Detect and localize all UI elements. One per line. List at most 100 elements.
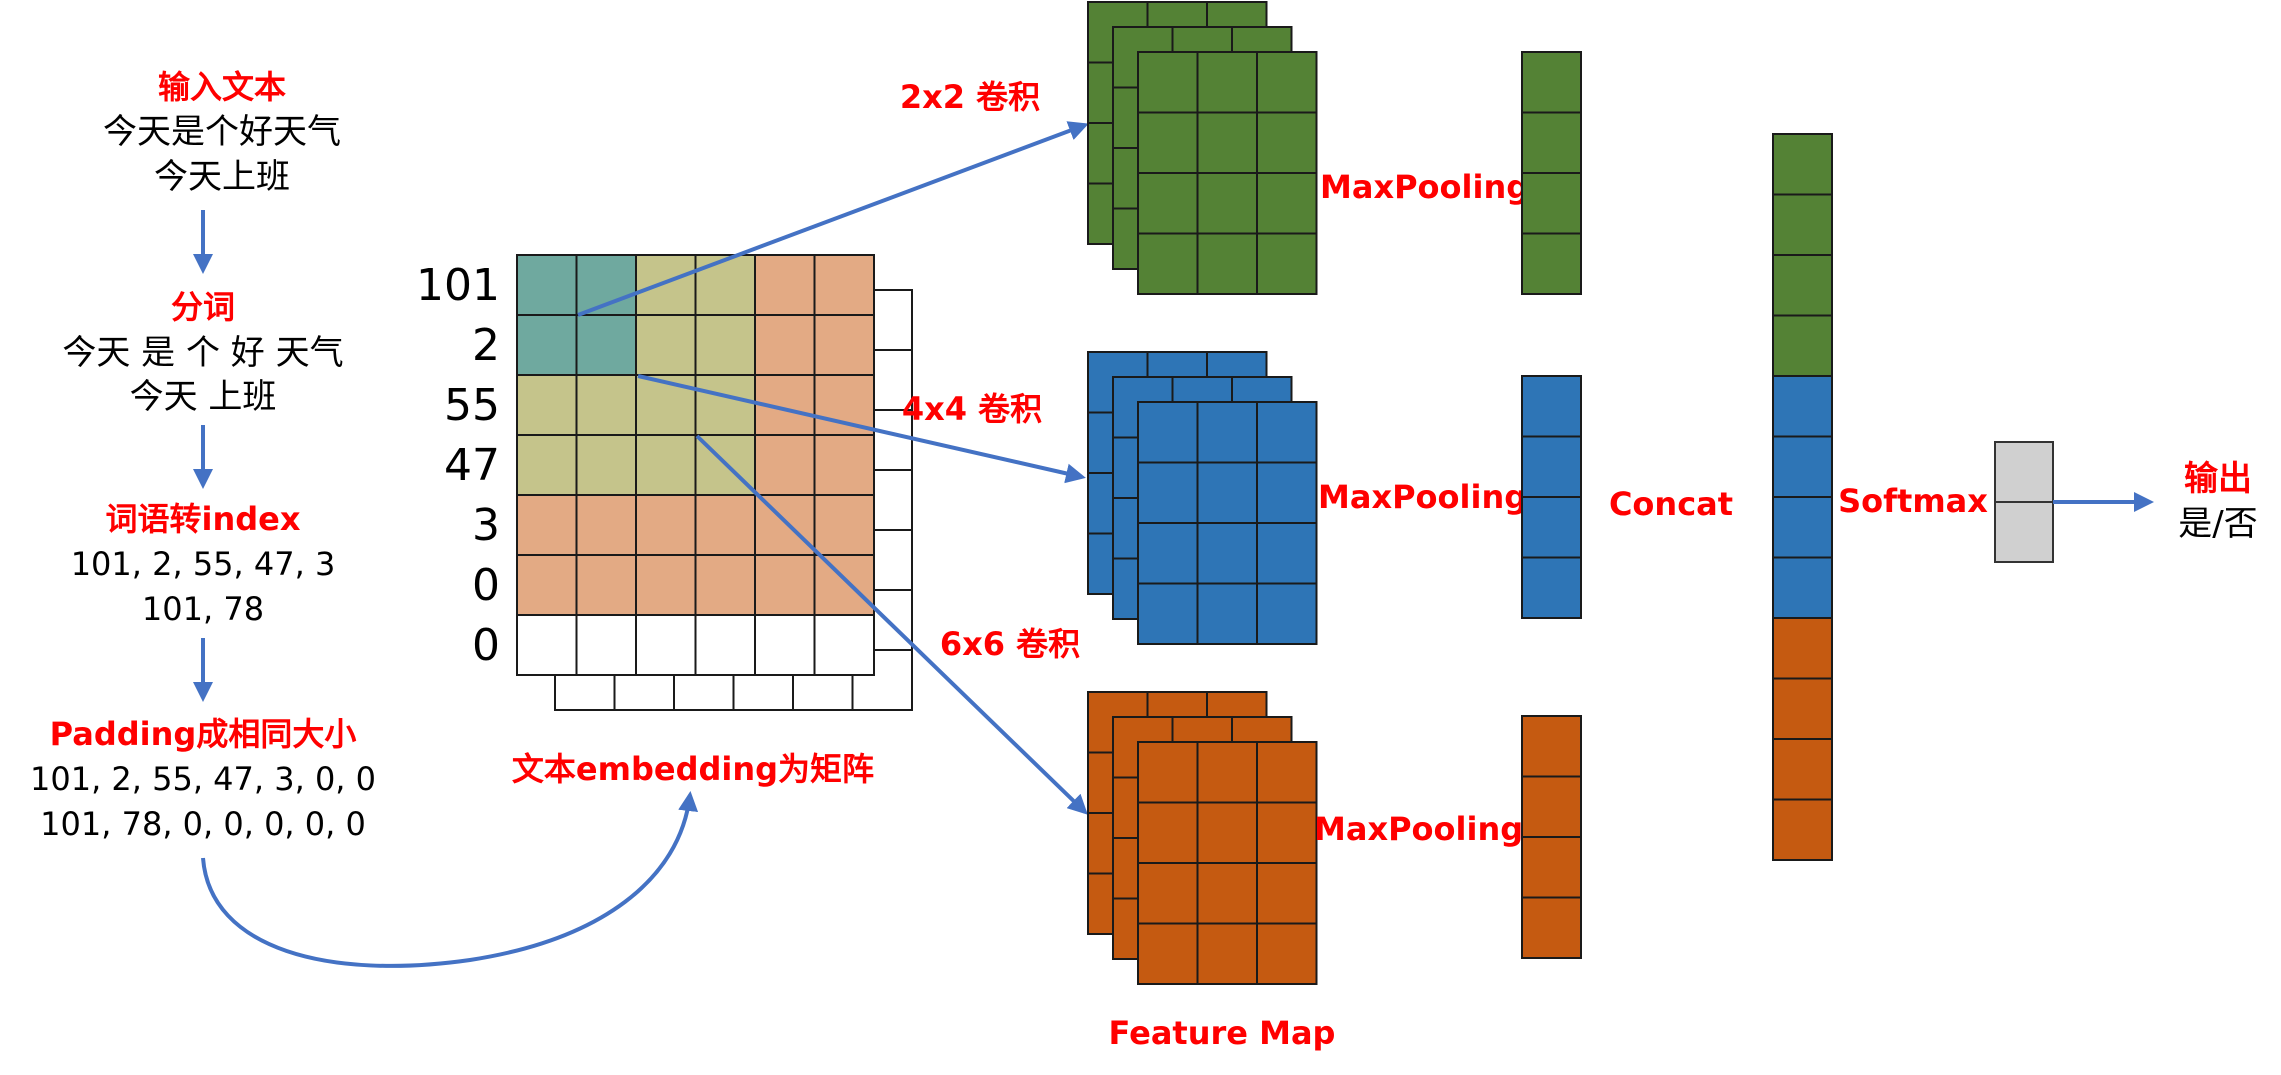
matrix-row-label: 3 xyxy=(472,500,500,551)
matrix-cell xyxy=(813,494,875,556)
index-line-2: 101, 78 xyxy=(142,590,264,628)
feature-map-cell xyxy=(1256,922,1318,985)
matrix-cell xyxy=(516,314,578,376)
matrix-cell xyxy=(813,434,875,496)
feature-maps xyxy=(1087,1,1318,985)
feature-map-cell xyxy=(1137,111,1199,174)
index-line-1: 101, 2, 55, 47, 3 xyxy=(71,545,336,583)
pipeline-input: 输入文本 今天是个好天气 今天上班 xyxy=(103,68,341,197)
conv-label-2x2: 2x2 卷积 xyxy=(900,78,1040,116)
pooled-cell xyxy=(1521,775,1582,838)
concat-cell xyxy=(1772,798,1833,861)
feature-map-cell xyxy=(1196,51,1258,114)
arrow-padding-to-matrix xyxy=(201,791,699,968)
feature-map-cell xyxy=(1137,51,1199,114)
matrix-cell xyxy=(754,434,816,496)
matrix-cell xyxy=(516,254,578,316)
matrix-cell xyxy=(635,554,697,616)
feature-map-cell xyxy=(1137,232,1199,295)
pooled-vectors xyxy=(1521,51,1582,959)
matrix-cell xyxy=(635,494,697,556)
matrix-cell xyxy=(813,374,875,436)
pooled-cell xyxy=(1521,435,1582,498)
pooled-cell xyxy=(1521,836,1582,899)
softmax-label: Softmax xyxy=(1838,482,1988,520)
matrix-row-label: 55 xyxy=(444,380,500,431)
padding-title: Padding成相同大小 xyxy=(50,715,357,753)
segment-title: 分词 xyxy=(171,288,235,326)
input-line-1: 今天是个好天气 xyxy=(103,112,341,152)
matrix-cell xyxy=(575,314,637,376)
feature-map-cell xyxy=(1137,862,1199,925)
matrix-cell xyxy=(516,494,578,556)
softmax-output-box xyxy=(1994,441,2054,563)
feature-map-cell xyxy=(1256,51,1318,114)
matrix-cell xyxy=(694,254,756,316)
conv-label-4x4: 4x4 卷积 xyxy=(902,390,1042,428)
input-line-2: 今天上班 xyxy=(154,157,290,197)
feature-map-cell xyxy=(1137,172,1199,235)
matrix-row-label: 0 xyxy=(472,560,500,611)
feature-map-stack xyxy=(1087,351,1318,645)
matrix-cell xyxy=(635,254,697,316)
pooled-cell xyxy=(1521,715,1582,778)
feature-map-cell xyxy=(1256,172,1318,235)
pooled-cell xyxy=(1521,232,1582,295)
matrix-cell xyxy=(754,554,816,616)
feature-map-cell xyxy=(1137,461,1199,524)
feature-map-cell xyxy=(1256,461,1318,524)
feature-map-stack xyxy=(1087,1,1318,295)
concat-cell xyxy=(1772,496,1833,559)
matrix-cell xyxy=(694,494,756,556)
feature-map-cell xyxy=(1196,801,1258,864)
pooled-cell xyxy=(1521,375,1582,438)
matrix-cell xyxy=(516,374,578,436)
feature-map-cell xyxy=(1196,522,1258,585)
matrix-caption: 文本embedding为矩阵 xyxy=(512,750,874,788)
concat-cell xyxy=(1772,677,1833,740)
arrow-conv-2x2 xyxy=(577,121,1089,317)
concat-cell xyxy=(1772,375,1833,438)
matrix-cell xyxy=(813,314,875,376)
concat-cell xyxy=(1772,617,1833,680)
matrix-cell xyxy=(635,614,697,676)
arrow-conv-6x6 xyxy=(695,434,1088,815)
matrix-cell xyxy=(575,554,637,616)
feature-map-cell xyxy=(1137,922,1199,985)
matrix-cell xyxy=(694,374,756,436)
feature-map-stack xyxy=(1087,691,1318,985)
matrix-cell xyxy=(754,614,816,676)
pipeline-segment: 分词 今天 是 个 好 天气 今天 上班 xyxy=(62,288,343,417)
feature-map-cell xyxy=(1196,582,1258,645)
pipeline-index: 词语转index 101, 2, 55, 47, 3 101, 78 xyxy=(71,500,336,628)
matrix-cell xyxy=(813,554,875,616)
matrix-cell xyxy=(516,614,578,676)
matrix-cell xyxy=(516,434,578,496)
pooled-cell xyxy=(1521,172,1582,235)
feature-map-cell xyxy=(1196,232,1258,295)
matrix-cell xyxy=(754,494,816,556)
feature-map-cell xyxy=(1196,862,1258,925)
matrix-cell xyxy=(635,314,697,376)
matrix-cell xyxy=(813,614,875,676)
matrix-row-label: 2 xyxy=(472,320,500,371)
matrix-cell xyxy=(575,434,637,496)
pipeline-padding: Padding成相同大小 101, 2, 55, 47, 3, 0, 0 101… xyxy=(30,715,376,843)
segment-line-2: 今天 上班 xyxy=(130,377,277,417)
matrix-cell xyxy=(694,554,756,616)
matrix-cell xyxy=(813,254,875,316)
feature-map-cell xyxy=(1256,741,1318,804)
concat-cell xyxy=(1772,435,1833,498)
feature-map-cell xyxy=(1256,522,1318,585)
input-title: 输入文本 xyxy=(158,68,286,106)
padding-line-1: 101, 2, 55, 47, 3, 0, 0 xyxy=(30,760,376,798)
matrix-row-label: 47 xyxy=(444,440,500,491)
embedding-matrix xyxy=(516,254,913,711)
concat-cell xyxy=(1772,738,1833,801)
concat-cell xyxy=(1772,254,1833,317)
maxpool-label-blue: MaxPooling xyxy=(1318,478,1527,516)
feature-map-cell xyxy=(1137,582,1199,645)
feature-map-cell xyxy=(1256,582,1318,645)
pooled-cell xyxy=(1521,51,1582,114)
